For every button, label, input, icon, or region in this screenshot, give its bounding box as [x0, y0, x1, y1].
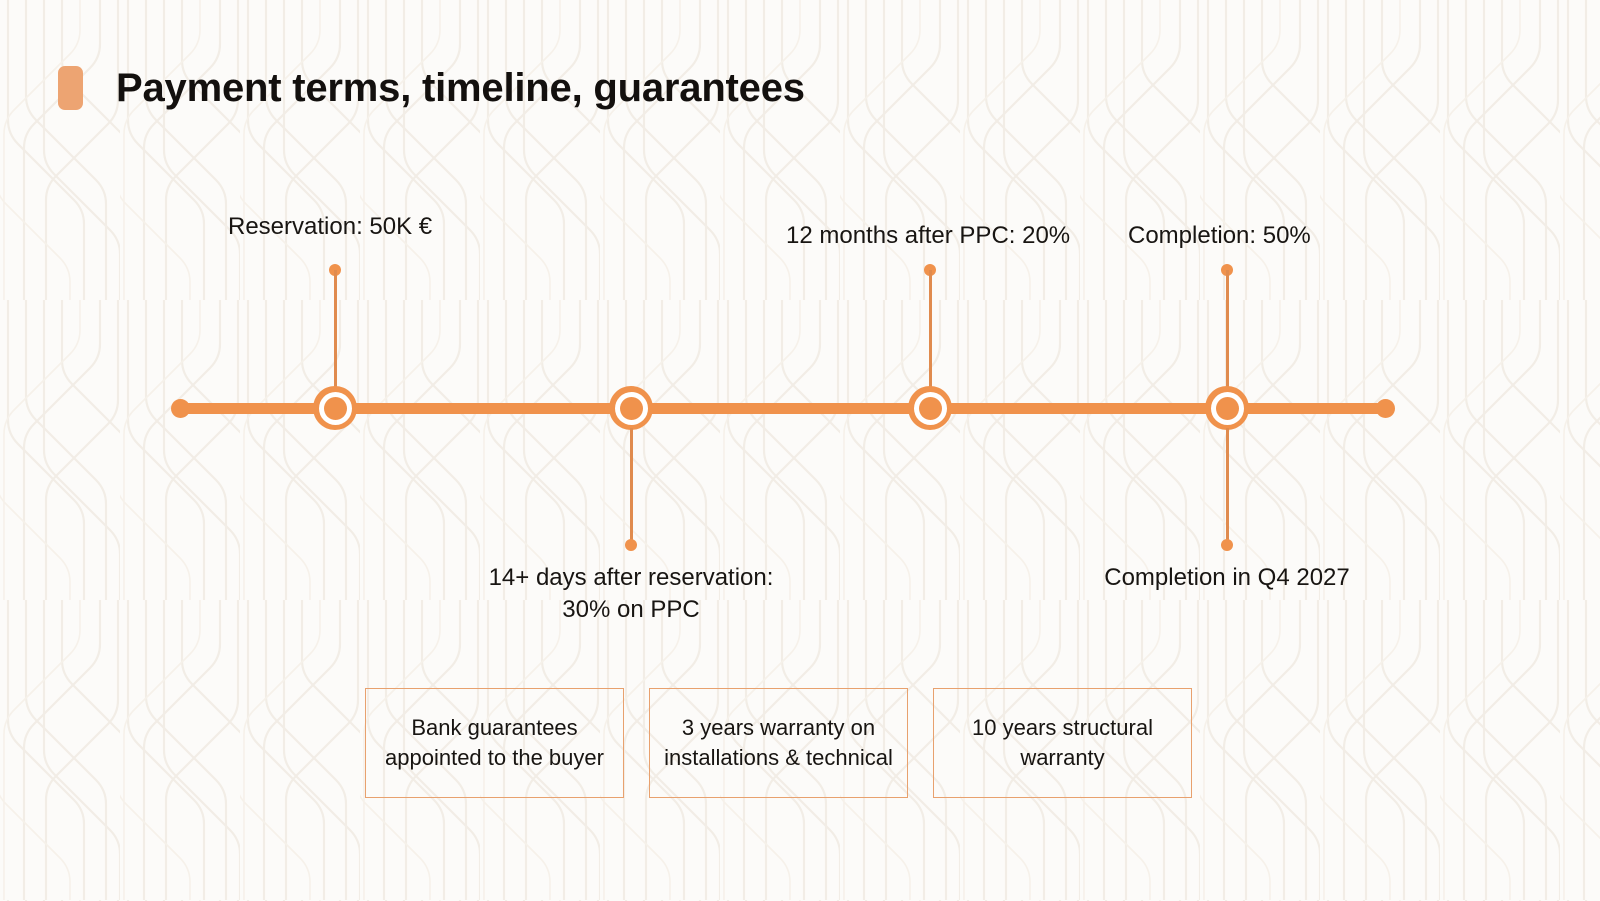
- milestone-label-reservation: Reservation: 50K €: [228, 213, 433, 240]
- timeline-endcap-right: [1376, 399, 1395, 418]
- guarantee-text: 10 years structural warranty: [972, 714, 1153, 770]
- milestone-dot-completion-date: [1221, 539, 1233, 551]
- guarantee-box-structural-warranty: 10 years structural warranty: [933, 688, 1192, 798]
- node-core: [1215, 396, 1239, 420]
- node-ring-gap: [1210, 391, 1244, 425]
- node-core: [323, 396, 347, 420]
- milestone-node-twelve-months-ppc[interactable]: [908, 386, 952, 430]
- milestone-stem-completion-payment: [1225, 270, 1229, 388]
- milestone-dot-ppc-payment: [625, 539, 637, 551]
- milestone-stem-completion-date: [1225, 428, 1229, 546]
- node-core: [918, 396, 942, 420]
- milestone-stem-twelve-months-ppc: [928, 270, 932, 388]
- milestone-label-twelve-months-ppc: 12 months after PPC: 20%: [786, 222, 1071, 249]
- milestone-label-line2: 30% on PPC: [562, 595, 700, 623]
- timeline-endcap-left: [171, 399, 190, 418]
- milestone-stem-ppc-payment: [629, 428, 633, 546]
- guarantee-text: Bank guarantees appointed to the buyer: [385, 714, 604, 770]
- node-ring-gap: [614, 391, 648, 425]
- milestone-stem-reservation: [333, 270, 337, 388]
- guarantee-box-installations-warranty: 3 years warranty on installations & tech…: [649, 688, 908, 798]
- guarantees-row: Bank guarantees appointed to the buyer 3…: [365, 688, 1192, 798]
- milestone-label-ppc-payment: 14+ days after reservation: 30% on PPC: [431, 562, 831, 626]
- milestone-node-reservation[interactable]: [313, 386, 357, 430]
- milestone-label-line1: 14+ days after reservation:: [488, 564, 774, 591]
- milestone-node-ppc-payment[interactable]: [609, 386, 653, 430]
- node-core: [619, 396, 643, 420]
- node-ring-gap: [318, 391, 352, 425]
- guarantee-box-bank-guarantees: Bank guarantees appointed to the buyer: [365, 688, 624, 798]
- milestone-label-completion-date: Completion in Q4 2027: [1104, 564, 1350, 591]
- milestone-node-completion[interactable]: [1205, 386, 1249, 430]
- milestone-label-completion-payment: Completion: 50%: [1128, 222, 1311, 249]
- node-ring-gap: [913, 391, 947, 425]
- guarantee-text: 3 years warranty on installations & tech…: [664, 714, 893, 770]
